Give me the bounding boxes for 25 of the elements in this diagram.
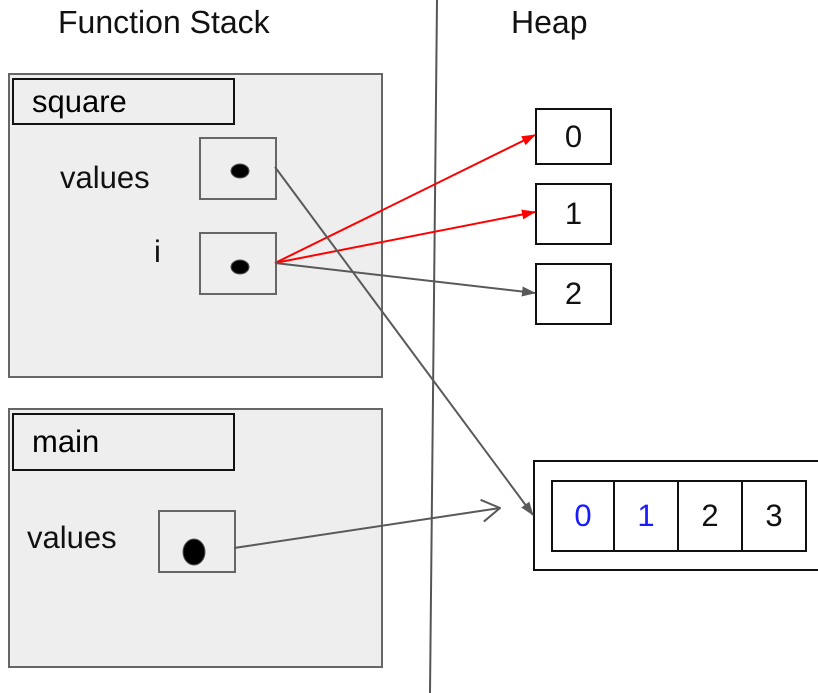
column-heading: Heap [511, 4, 588, 41]
pointer-arrow [274, 166, 534, 516]
array-cell: 0 [551, 480, 615, 552]
frame-title: main [12, 413, 235, 471]
heap-value-box: 2 [535, 263, 612, 325]
array-cell: 2 [679, 480, 743, 552]
stack-frame [8, 73, 383, 378]
column-heading: Function Stack [58, 4, 270, 41]
heap-value-box: 1 [535, 183, 612, 245]
stack-frame [8, 408, 383, 668]
array-box [533, 460, 818, 571]
pointer-box [199, 232, 277, 295]
heap-value-box: 0 [535, 108, 612, 165]
pointer-arrow [274, 262, 536, 296]
array-cell: 1 [615, 480, 679, 552]
frame-title: square [12, 78, 235, 125]
variable-name: i [154, 234, 161, 270]
pointer-box [199, 137, 277, 200]
pointer-arrow [274, 210, 536, 264]
pointer-box [158, 510, 236, 573]
variable-name: values [27, 520, 117, 556]
pointer-arrow [274, 134, 536, 264]
array-cell: 3 [743, 480, 807, 552]
variable-name: values [60, 160, 150, 196]
pointer-arrow [234, 498, 501, 549]
